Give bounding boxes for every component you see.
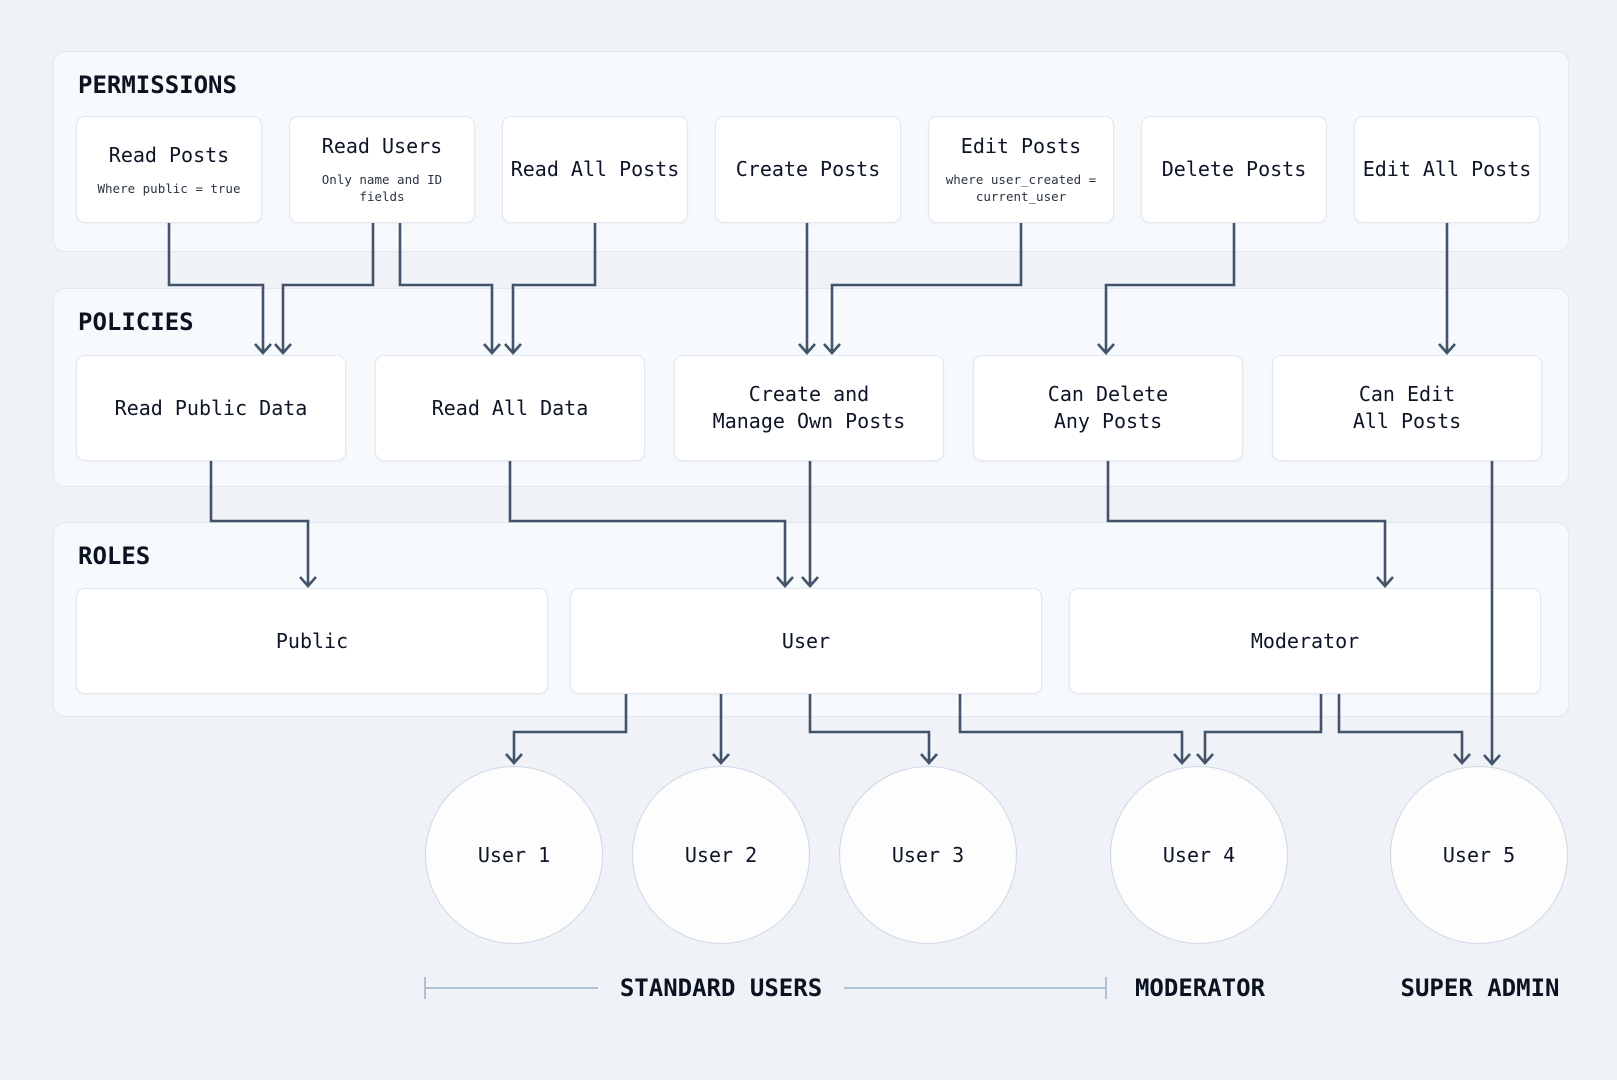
permission-node-read-posts: Read Posts Where public = true — [76, 116, 262, 223]
permission-node-edit-posts: Edit Posts where user_created = current_… — [928, 116, 1114, 223]
user-circle-1: User 1 — [425, 766, 603, 944]
permission-node-create-posts: Create Posts — [715, 116, 901, 223]
permission-label: Delete Posts — [1161, 157, 1307, 181]
group-label-standard-users: STANDARD USERS — [619, 974, 823, 1002]
policies-title: POLICIES — [78, 308, 194, 336]
standard-users-bracket-right — [844, 977, 1107, 999]
policy-label-line2: Any Posts — [1053, 409, 1163, 433]
permission-note: where user_created = current_user — [945, 172, 1097, 204]
user-label: User 1 — [477, 843, 551, 867]
group-label-moderator: MODERATOR — [1134, 974, 1266, 1002]
policy-node-create-and-manage-own-posts: Create and Manage Own Posts — [674, 355, 944, 461]
role-label: Moderator — [1250, 628, 1360, 653]
policy-node-read-all-data: Read All Data — [375, 355, 645, 461]
permission-note: Where public = true — [97, 180, 241, 196]
permissions-title: PERMISSIONS — [78, 71, 237, 99]
role-node-public: Public — [76, 588, 548, 694]
policy-label: Can Delete — [1047, 382, 1169, 406]
policy-label: Create and — [748, 382, 870, 406]
user-label: User 2 — [684, 843, 758, 867]
role-node-user: User — [570, 588, 1042, 694]
role-node-moderator: Moderator — [1069, 588, 1541, 694]
permission-node-read-users: Read Users Only name and ID fields — [289, 116, 475, 223]
role-label: User — [781, 628, 831, 653]
role-label: Public — [275, 628, 349, 653]
policy-node-can-delete-any-posts: Can Delete Any Posts — [973, 355, 1243, 461]
permission-node-edit-all-posts: Edit All Posts — [1354, 116, 1540, 223]
policy-label-line2: All Posts — [1352, 409, 1462, 433]
user-label: User 4 — [1162, 843, 1236, 867]
permission-label: Read All Posts — [510, 157, 680, 181]
permission-label: Edit All Posts — [1362, 157, 1532, 181]
user-circle-3: User 3 — [839, 766, 1017, 944]
policy-label: Can Edit — [1358, 382, 1456, 406]
permission-label: Edit Posts — [960, 134, 1082, 159]
permission-note: Only name and ID fields — [321, 172, 443, 204]
permission-node-read-all-posts: Read All Posts — [502, 116, 688, 223]
permission-label: Read Posts — [108, 142, 230, 167]
permission-label: Create Posts — [735, 157, 881, 181]
policy-label-line2: Manage Own Posts — [712, 409, 906, 433]
user-label: User 3 — [891, 843, 965, 867]
roles-title: ROLES — [78, 542, 151, 570]
user-circle-5: User 5 — [1390, 766, 1568, 944]
user-circle-4: User 4 — [1110, 766, 1288, 944]
user-circle-2: User 2 — [632, 766, 810, 944]
permission-label: Read Users — [321, 134, 443, 159]
policy-node-can-edit-all-posts: Can Edit All Posts — [1272, 355, 1542, 461]
policy-node-read-public-data: Read Public Data — [76, 355, 346, 461]
policy-label: Read Public Data — [114, 395, 308, 420]
user-label: User 5 — [1442, 843, 1516, 867]
group-label-super-admin: SUPER ADMIN — [1400, 974, 1560, 1002]
permission-node-delete-posts: Delete Posts — [1141, 116, 1327, 223]
standard-users-bracket-left — [424, 977, 598, 999]
policy-label: Read All Data — [431, 395, 589, 420]
